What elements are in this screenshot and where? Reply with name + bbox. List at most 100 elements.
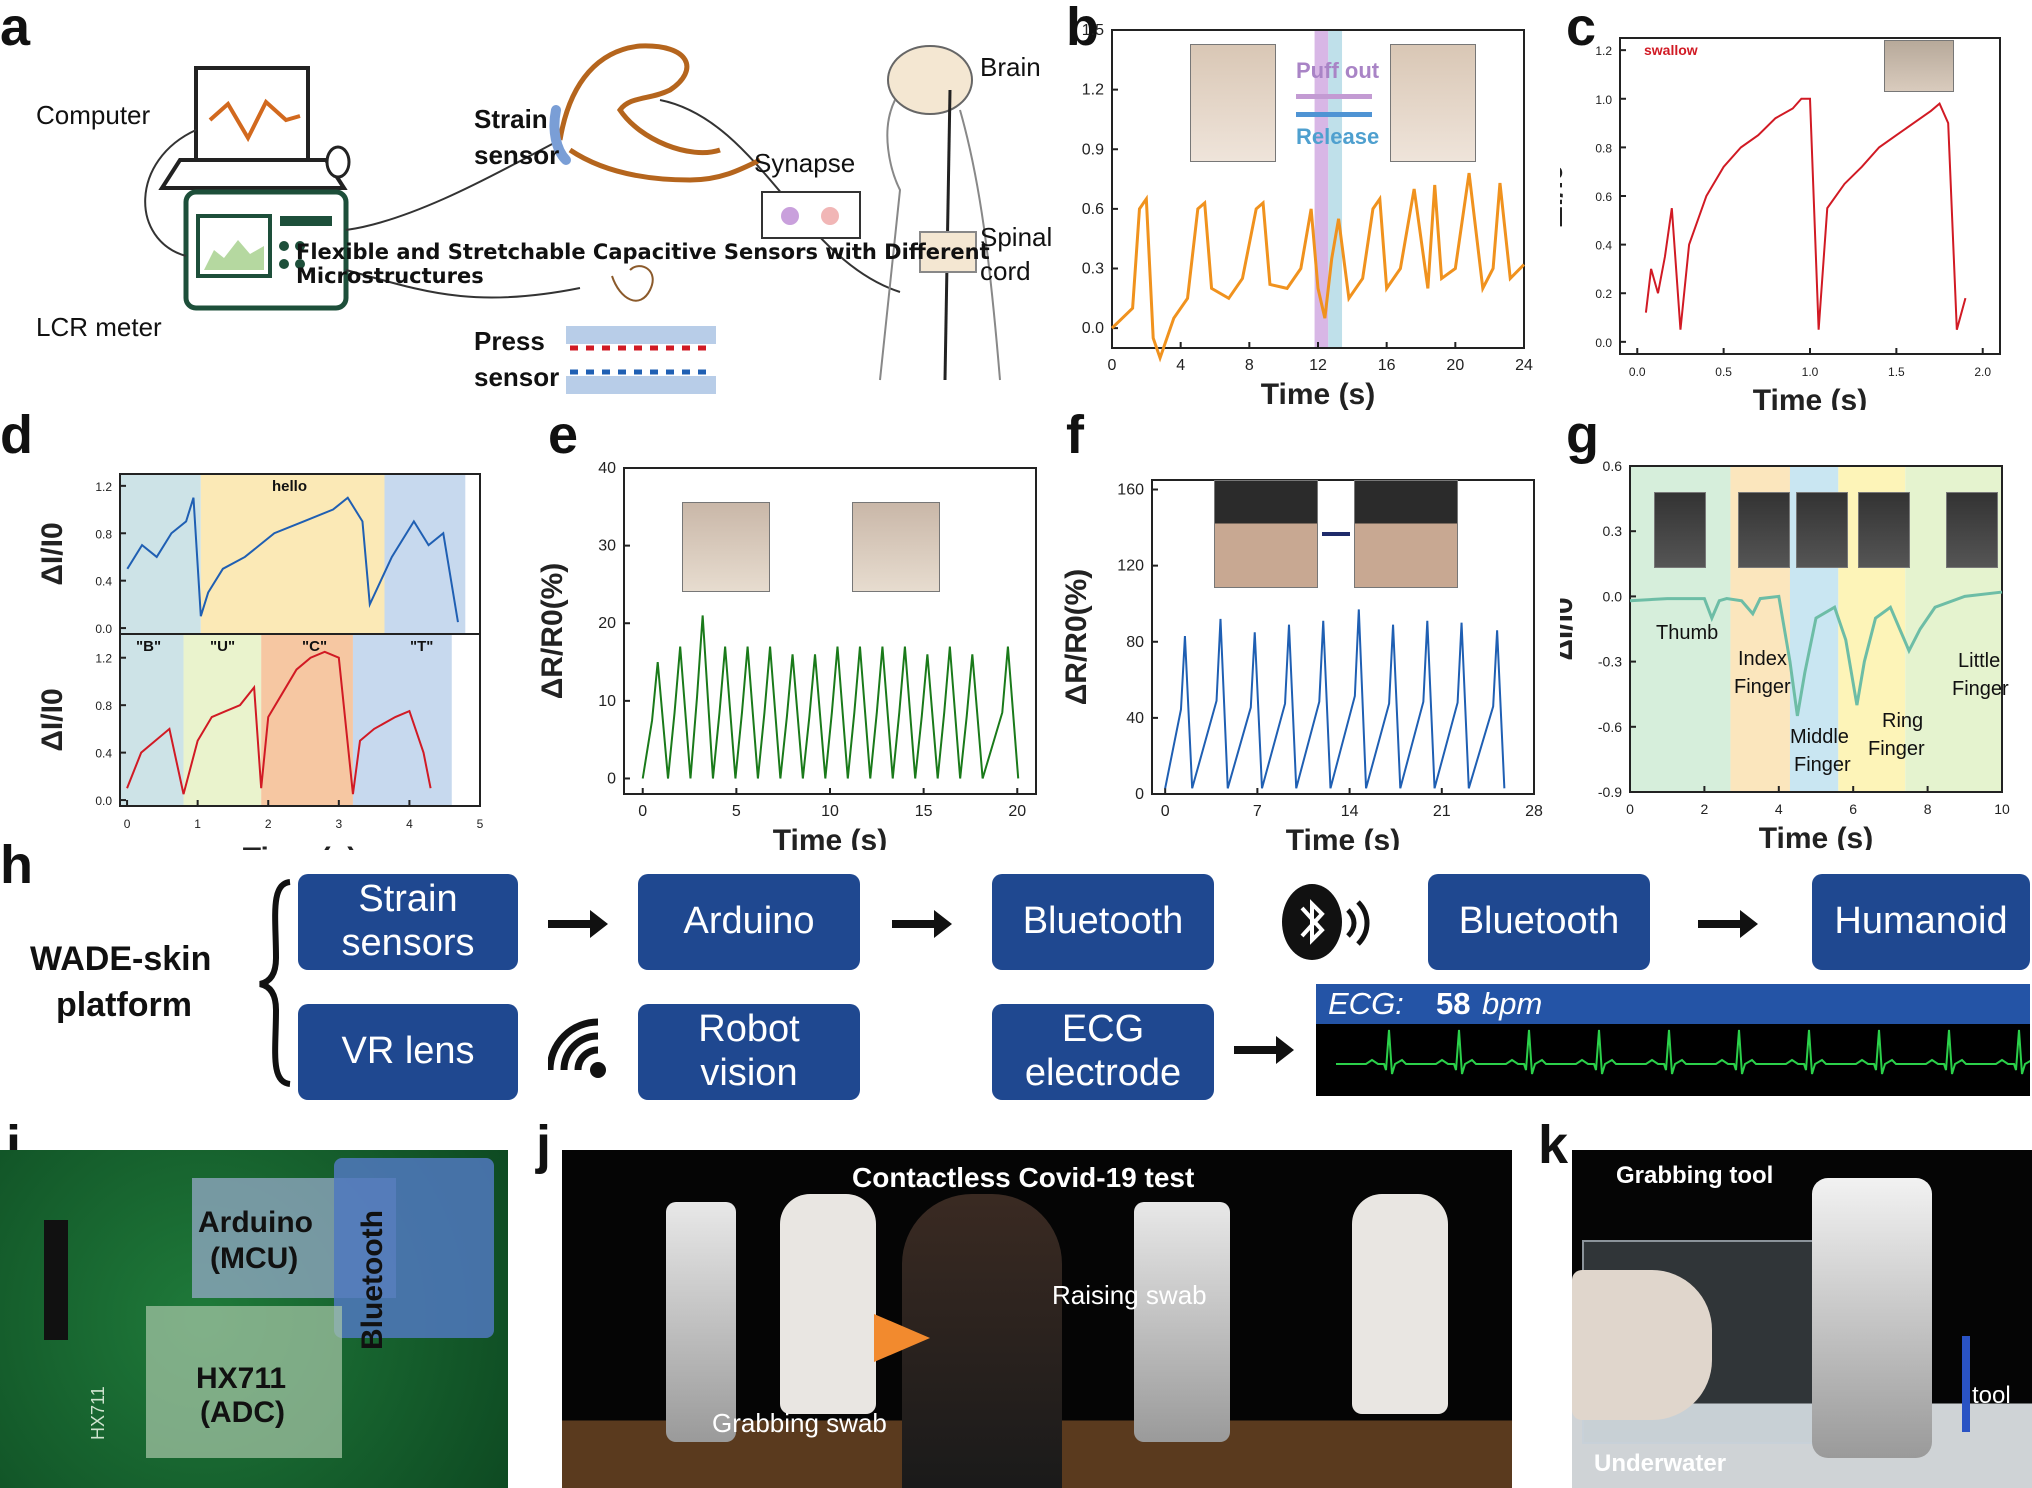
hx711-module <box>146 1306 342 1458</box>
x-tick-label: 0.5 <box>1715 365 1732 379</box>
x-tick-label: 0 <box>638 803 647 820</box>
pin-header <box>44 1220 68 1340</box>
hand-photo-1 <box>1654 492 1706 568</box>
y-tick-label: 0.4 <box>95 575 112 589</box>
strain-sensors-box: Strain sensors <box>298 874 518 970</box>
index-label-2: Finger <box>1734 676 1791 698</box>
ring-label-1: Ring <box>1882 710 1924 732</box>
adc-text: (ADC) <box>200 1396 285 1429</box>
x-tick-label: 21 <box>1433 803 1451 820</box>
y-tick-label: 0.3 <box>1603 523 1623 539</box>
y-tick-label: 0.6 <box>1595 190 1612 204</box>
lcr-meter-label: LCR meter <box>36 312 162 342</box>
band-3 <box>352 634 452 806</box>
y-tick-label: 40 <box>1126 710 1144 727</box>
flexible-sensors-caption-line2: Microstructures <box>296 264 484 288</box>
spinal-label: Spinal <box>980 222 1053 252</box>
band-2 <box>384 474 466 634</box>
y-tick-label: 0.8 <box>1595 141 1612 155</box>
y-tick-label: 0.6 <box>1603 458 1623 474</box>
swallow-label: swallow <box>1644 42 1698 58</box>
strain-sensors-line2: sensors <box>341 922 475 964</box>
hand-photo-5 <box>1946 492 1998 568</box>
data-series-line <box>1164 609 1506 789</box>
panel-label-f: f <box>1066 405 1084 465</box>
ecg-electrode-line1: ECG <box>1061 1008 1145 1051</box>
y-axis-label: ΔR/R0(%) <box>1062 569 1093 706</box>
data-series-line <box>641 615 1020 779</box>
y-axis-label: ΔI/I0 <box>1560 164 1569 227</box>
hand-photo-3 <box>1796 492 1848 568</box>
ecg-trace-line <box>1336 1029 2030 1075</box>
x-axis-label: Time (s) <box>773 824 887 850</box>
bluetooth-text: Bluetooth <box>356 1210 389 1350</box>
platform-label-1: WADE-skin <box>30 940 212 978</box>
x-tick-label: 16 <box>1378 357 1396 374</box>
bluetooth-box-receiver: Bluetooth <box>1428 874 1650 970</box>
covid-test-title: Contactless Covid-19 test <box>852 1162 1195 1193</box>
lcr-meter-icon <box>183 189 349 311</box>
arduino-text: Arduino <box>198 1206 313 1239</box>
little-label-1: Little <box>1958 650 2001 672</box>
x-tick-label: 20 <box>1008 803 1026 820</box>
panel-k-grabbing-tool-photo: Grabbing tool tool Underwater <box>1572 1150 2032 1488</box>
flexible-sensors-caption-line1: Flexible and Stretchable Capacitive Sens… <box>296 240 990 264</box>
panel-label-d: d <box>0 405 33 465</box>
letter-c-label: "C" <box>302 638 328 655</box>
y-tick-label: -0.6 <box>1598 719 1622 735</box>
glove-hand-left <box>780 1194 876 1414</box>
brain-label: Brain <box>980 52 1041 82</box>
synapse-label: Synapse <box>754 148 856 178</box>
data-series-line <box>1644 97 1967 330</box>
panel-j-covid-test-photo: Contactless Covid-19 test Raising swab G… <box>562 1150 1512 1488</box>
x-tick-label: 0 <box>1161 803 1170 820</box>
computer-icon <box>158 66 351 190</box>
x-tick-label: 2 <box>1701 801 1709 817</box>
ecg-electrode-line2: electrode <box>1024 1052 1182 1094</box>
y-tick-label: 0.0 <box>95 622 112 636</box>
schematic-drawing <box>144 43 1001 394</box>
robot-right <box>1134 1202 1230 1442</box>
x-axis-label: Time (s) <box>1759 822 1873 850</box>
arm-drawing <box>549 43 762 183</box>
panel-label-g: g <box>1566 405 1599 465</box>
ecg-monitor: ECG: 58 bpm <box>1316 984 2030 1096</box>
tool-label: tool <box>1972 1382 2011 1409</box>
panel-label-k: k <box>1538 1115 1569 1175</box>
orange-arrow-icon <box>874 1314 930 1362</box>
platform-label-2: platform <box>56 986 192 1024</box>
y-tick-label: 160 <box>1117 482 1144 499</box>
x-tick-label: 20 <box>1446 357 1464 374</box>
panel-label-a: a <box>0 0 31 57</box>
x-tick-label: 4 <box>1775 801 1783 817</box>
press-sensor-drawing <box>566 326 716 394</box>
y-tick-label: 1.2 <box>95 652 112 666</box>
band-0 <box>120 474 201 634</box>
x-tick-label: 10 <box>821 803 839 820</box>
board-label: HX711 <box>88 1386 108 1440</box>
x-tick-label: 4 <box>406 817 413 831</box>
x-tick-label: 2 <box>265 817 272 831</box>
arrow-strain-to-arduino <box>548 910 608 938</box>
x-tick-label: 1 <box>194 817 201 831</box>
y-tick-label: 0.0 <box>1595 336 1612 350</box>
robot-left <box>666 1202 736 1442</box>
band-2 <box>261 634 353 806</box>
x-tick-label: 0 <box>1108 357 1117 374</box>
underwater-label: Underwater <box>1594 1450 1727 1477</box>
y-axis-label: ΔR/R0(%) <box>540 563 569 700</box>
grabbing-swab-label: Grabbing swab <box>712 1408 887 1438</box>
tool-stick <box>1962 1336 1970 1432</box>
y-tick-label: 0.3 <box>1082 261 1104 278</box>
humanoid-box: Humanoid <box>1812 874 2030 970</box>
panel-label-j: j <box>536 1115 552 1175</box>
strain-sensor-label-line1: Strain <box>474 104 548 134</box>
y-tick-label: 1.0 <box>1595 93 1612 107</box>
x-tick-label: 1.5 <box>1888 365 1905 379</box>
y-tick-label: 0.8 <box>95 527 112 541</box>
panel-label-c: c <box>1566 0 1597 57</box>
ring-label-2: Finger <box>1868 738 1925 760</box>
